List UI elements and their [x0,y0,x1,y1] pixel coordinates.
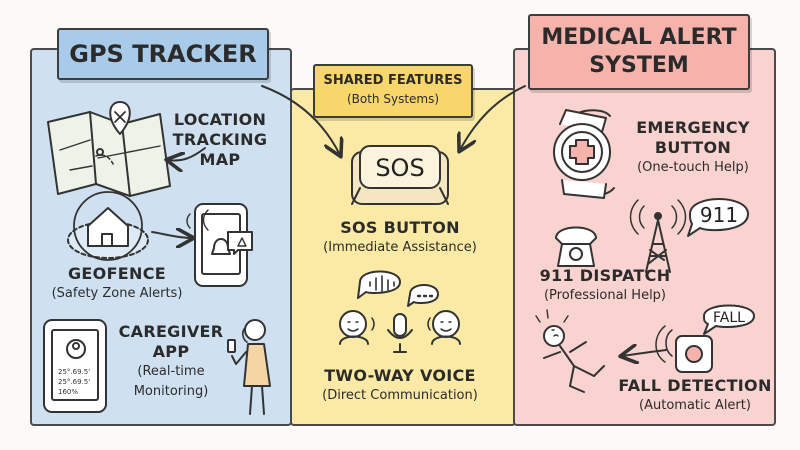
shared-subtitle: (Both Systems) [346,92,440,106]
map-icon [47,101,171,197]
911-dispatch-label: 911 DISPATCH (Professional Help) [539,266,671,303]
sos-button-label: SOS BUTTON (Immediate Assistance) [323,218,477,255]
phone-alert-icon [186,203,253,287]
caregiver-person-icon [227,319,271,415]
fall-detection-label: FALL DETECTION (Automatic Alert) [618,376,772,413]
caregiver-app-label: CAREGIVER APP (Real-time Monitoring) [118,322,224,399]
gps-title-text: GPS TRACKER [69,40,257,68]
emergency-button-label: EMERGENCY BUTTON (One-touch Help) [636,118,750,175]
arrow-map-label [168,147,206,161]
location-tracking-label: LOCATION TRACKING MAP [172,110,268,169]
voice-chat-icon [339,270,461,345]
radio-tower-icon [629,198,749,273]
phone-app-icon [43,319,107,413]
house-geofence-icon [67,191,149,261]
bubble-911-text: 911 [700,203,738,227]
telephone-icon [555,226,597,267]
medical-title: MEDICAL ALERT SYSTEM [528,14,750,90]
phone-line-1: 25°.69.5' [58,368,90,376]
phone-line-2: 25°.69.5' [58,378,90,386]
geofence-label: GEOFENCE (Safety Zone Alerts) [51,264,183,301]
sos-button-icon [351,145,449,205]
wrist-button-icon [553,109,615,199]
arrow-geofence-to-phone [151,232,192,238]
microphone-icon [387,313,413,353]
two-way-voice-label: TWO-WAY VOICE (Direct Communication) [322,366,478,403]
shared-title: SHARED FEATURES (Both Systems) [313,64,473,118]
medical-title-line2: SYSTEM [589,53,689,78]
medical-title-line1: MEDICAL ALERT [541,25,737,50]
falling-person-icon [535,309,605,393]
gps-title: GPS TRACKER [57,28,269,80]
bubble-fall-text: FALL [713,310,745,326]
arrow-sensor-to-person [622,350,667,356]
sos-button-text: SOS [375,154,424,182]
shared-title-text: SHARED FEATURES [323,73,463,88]
arrow-gps-to-sos [261,85,340,155]
fall-sensor-icon [655,304,755,373]
phone-line-3: 160% [58,388,78,396]
arrow-medical-to-sos [460,85,526,150]
